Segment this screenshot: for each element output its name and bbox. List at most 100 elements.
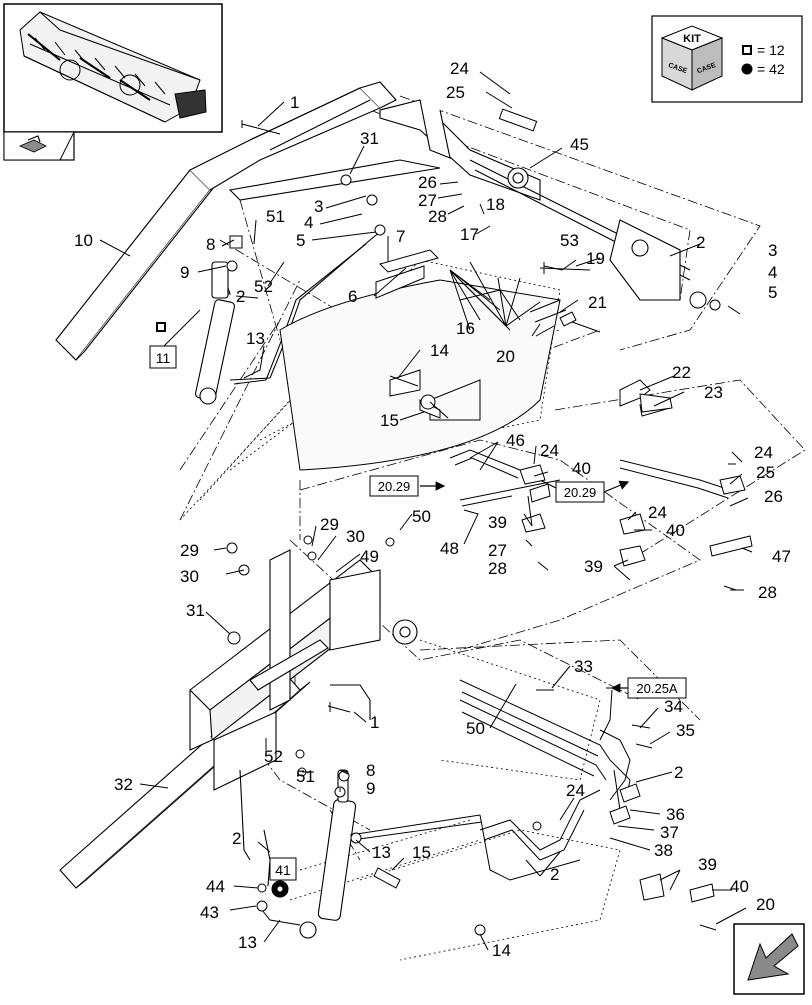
- callout-number: 25: [446, 83, 465, 102]
- callout-number: 20: [756, 895, 775, 914]
- header-overview-illustration: [19, 11, 207, 123]
- kit-title: KIT: [683, 33, 701, 45]
- callout-number: 26: [764, 487, 783, 506]
- fastener-parts: [226, 108, 741, 936]
- hydraulic-lines-lower: [261, 679, 715, 926]
- lower-frame: [59, 549, 418, 889]
- svg-text:20.29: 20.29: [564, 485, 597, 500]
- callout-number: 44: [206, 877, 225, 896]
- svg-text:20.25A: 20.25A: [636, 681, 678, 696]
- callout-number: 40: [572, 459, 591, 478]
- kit-legend: KIT CASE CASE = 12 = 42: [651, 15, 803, 103]
- kit-row-label: = 42: [757, 61, 785, 77]
- callout-number: 24: [566, 781, 585, 800]
- callout-number: 31: [186, 601, 205, 620]
- callout-number: 40: [730, 877, 749, 896]
- callout-number: 3: [314, 197, 323, 216]
- callout-number: 1: [290, 93, 299, 112]
- callout-number: 19: [586, 249, 605, 268]
- callout-number: 4: [304, 213, 313, 232]
- callout-number: 28: [488, 559, 507, 578]
- reference-box[interactable]: 20.29: [555, 480, 630, 503]
- callout-number: 8: [206, 235, 215, 254]
- callout-number: 47: [772, 547, 791, 566]
- callout-number: 17: [460, 225, 479, 244]
- callout-number: 29: [320, 515, 339, 534]
- svg-text:41: 41: [275, 862, 291, 878]
- callout-number: 34: [664, 697, 683, 716]
- callout-number: 52: [254, 277, 273, 296]
- nav-arrow-icon: [747, 933, 799, 981]
- callout-number: 3: [768, 241, 777, 260]
- callout-number: 21: [588, 293, 607, 312]
- callout-number: 30: [180, 567, 199, 586]
- kit-row-label: = 12: [757, 42, 785, 58]
- callout-number: 27: [418, 191, 437, 210]
- callout-number: 30: [346, 527, 365, 546]
- callout-number: 24: [754, 443, 773, 462]
- callout-number: 39: [698, 855, 717, 874]
- callout-number: 9: [180, 263, 189, 282]
- callout-number: 39: [488, 513, 507, 532]
- callout-number: 26: [418, 173, 437, 192]
- callout-number: 40: [666, 521, 685, 540]
- callout-number: 36: [666, 805, 685, 824]
- callout-number: 38: [654, 841, 673, 860]
- callout-number: 28: [428, 207, 447, 226]
- callout-number: 15: [380, 411, 399, 430]
- callout-number: 2: [696, 233, 705, 252]
- callout-number: 14: [430, 341, 449, 360]
- overview-thumbnail: [3, 3, 223, 161]
- callout-number: 5: [768, 283, 777, 302]
- round-mark-icon: [741, 63, 753, 75]
- leader-lines: [99, 71, 753, 951]
- upper-cylinder: [195, 231, 381, 405]
- next-page-button[interactable]: [733, 923, 805, 995]
- kit-box-icon: KIT CASE CASE: [660, 25, 724, 91]
- callout-number: 5: [296, 231, 305, 250]
- callout-number: 2: [550, 865, 559, 884]
- callout-number: 4: [768, 263, 777, 282]
- callout-number: 24: [648, 503, 667, 522]
- callout-number: 32: [114, 775, 133, 794]
- callout-number: 43: [200, 903, 219, 922]
- callout-number: 29: [180, 541, 199, 560]
- kit-marker-41[interactable]: 41: [269, 857, 297, 881]
- callout-number: 14: [492, 941, 511, 960]
- callout-number: 35: [676, 721, 695, 740]
- callout-number: 15: [412, 843, 431, 862]
- callout-number: 9: [366, 779, 375, 798]
- square-mark-inner: [744, 47, 750, 53]
- svg-text:20.29: 20.29: [378, 479, 411, 494]
- callout-number: 52: [264, 747, 283, 766]
- callout-number: 46: [506, 431, 525, 450]
- callout-number: 50: [466, 719, 485, 738]
- callout-number: 53: [560, 231, 579, 250]
- callout-number: 13: [246, 329, 265, 348]
- callout-number: 33: [574, 657, 593, 676]
- arrow-book-icon[interactable]: [18, 135, 47, 153]
- callout-labels-upper: 1 24 25 31 45 26 27 28 18 3 4 5 51 8 9 5…: [74, 59, 791, 602]
- callout-number: 24: [450, 59, 469, 78]
- callout-number: 45: [570, 135, 589, 154]
- callout-number: 6: [348, 287, 357, 306]
- reference-box[interactable]: 20.25A: [610, 677, 687, 699]
- upper-frame: [55, 81, 691, 361]
- callout-number: 51: [266, 207, 285, 226]
- callout-number: 51: [296, 767, 315, 786]
- callout-number: 50: [412, 507, 431, 526]
- callout-labels-lower: 50 29 30 49 29 30 31 33 34 35 50 1 52 51…: [114, 507, 775, 960]
- callout-number: 22: [672, 363, 691, 382]
- callout-number: 1: [370, 713, 379, 732]
- callout-number: 2: [674, 763, 683, 782]
- callout-number: 25: [756, 463, 775, 482]
- callout-number: 37: [660, 823, 679, 842]
- callout-number: 49: [360, 547, 379, 566]
- kit-marker-11[interactable]: 11: [149, 322, 177, 369]
- center-panel: [279, 249, 567, 471]
- callout-number: 8: [366, 761, 375, 780]
- callout-number: 48: [440, 539, 459, 558]
- callout-number: 20: [496, 347, 515, 366]
- reference-box[interactable]: 20.29: [369, 475, 446, 497]
